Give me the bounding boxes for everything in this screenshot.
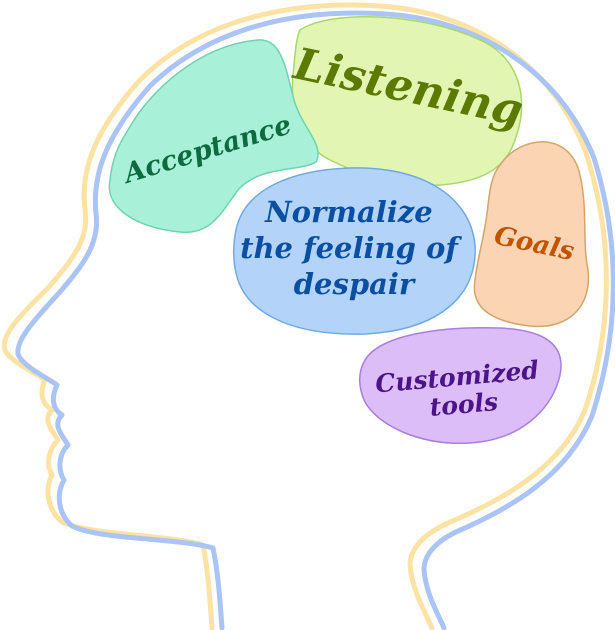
customized-tools-blob — [358, 326, 562, 445]
customized-tools-label-line-2: tools — [428, 387, 499, 422]
goals-blob — [473, 141, 590, 328]
normalize-label-line-1: Normalize — [264, 195, 433, 229]
region-normalize: Normalize the feeling of despair — [232, 167, 476, 335]
region-listening: Listening — [288, 15, 527, 187]
normalize-blob — [232, 167, 476, 335]
normalize-label-line-2: the feeling of — [240, 231, 462, 265]
head-outline-blue — [15, 10, 615, 630]
normalize-label: Normalize the feeling of despair — [240, 195, 468, 301]
acceptance-blob — [108, 39, 319, 233]
region-customized-tools: Customized tools — [358, 326, 562, 445]
region-goals: Goals — [473, 141, 590, 328]
normalize-label-line-3: despair — [294, 267, 417, 301]
